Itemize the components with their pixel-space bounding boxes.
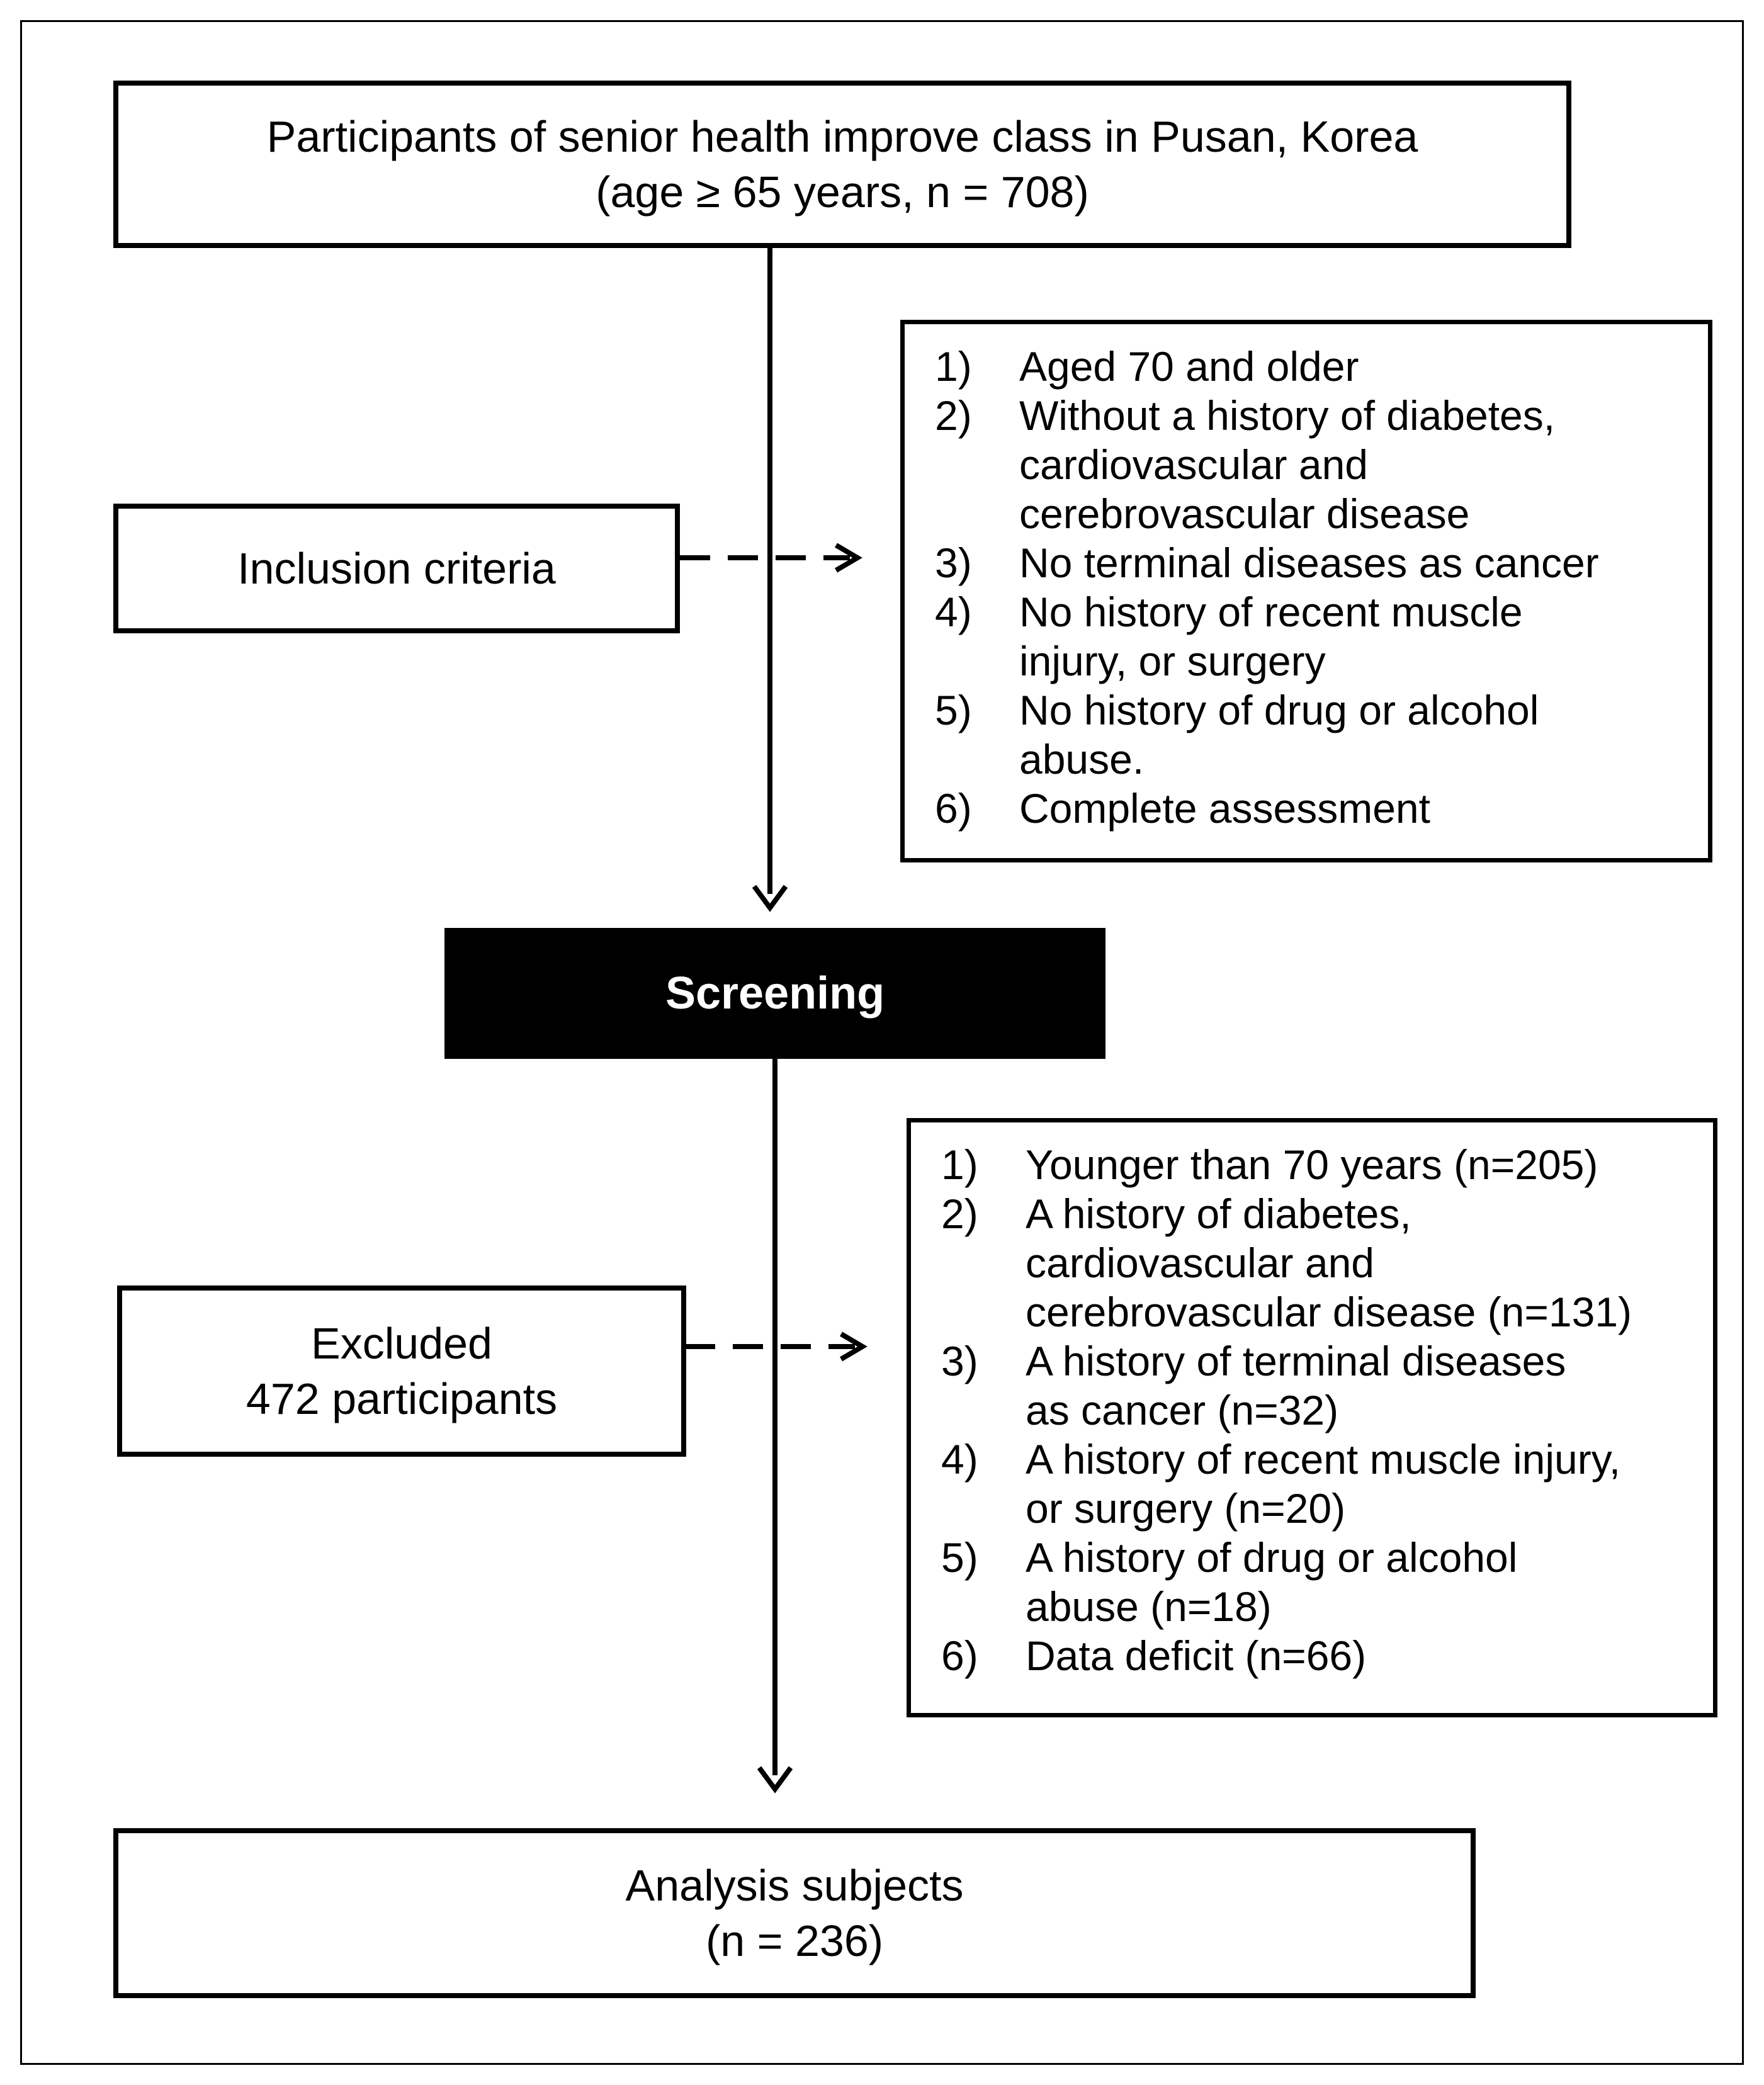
inclusion-criterion: 3) No terminal diseases as cancer — [905, 538, 1708, 587]
inclusion-criterion-number: 4) — [935, 589, 972, 635]
analysis-subjects-box: Analysis subjects (n = 236) — [113, 1828, 1476, 1998]
inclusion-criterion: 5) No history of drug or alcohol abuse. — [905, 686, 1708, 784]
participants-line-1: Participants of senior health improve cl… — [266, 112, 1418, 161]
exclusion-reason-number: 5) — [941, 1534, 978, 1581]
inclusion-criterion-number: 3) — [935, 540, 972, 586]
exclusion-reasons-list: 1) Younger than 70 years (n=205) 2) A histo… — [911, 1140, 1713, 1680]
inclusion-criterion: 6) Complete assessment — [905, 784, 1708, 833]
inclusion-criterion-number: 2) — [935, 392, 972, 439]
analysis-line-1: Analysis subjects — [625, 1861, 964, 1910]
exclusion-reason-text: A history of diabetes, cardiovascular an… — [1026, 1190, 1632, 1335]
exclusion-reason-text: Younger than 70 years (n=205) — [1026, 1141, 1598, 1188]
exclusion-reason: 1) Younger than 70 years (n=205) — [911, 1140, 1713, 1189]
arrowhead-to-analysis — [757, 1766, 793, 1794]
arrowhead-to-screening — [752, 884, 788, 912]
inclusion-criterion-text: No history of recent muscle injury, or s… — [1019, 589, 1523, 684]
analysis-line-2: (n = 236) — [705, 1916, 884, 1965]
exclusion-reason-number: 3) — [941, 1338, 978, 1384]
exclusion-reason: 3) A history of terminal diseases as canc… — [911, 1336, 1713, 1435]
exclusion-reason-text: Data deficit (n=66) — [1026, 1632, 1367, 1679]
exclusion-reason-number: 2) — [941, 1190, 978, 1237]
inclusion-criterion-text: Aged 70 and older — [1019, 343, 1359, 390]
exclusion-reason-number: 1) — [941, 1141, 978, 1188]
arrowhead-inclusion — [834, 543, 862, 573]
screening-label: Screening — [665, 968, 885, 1019]
inclusion-criterion-text: No history of drug or alcohol abuse. — [1019, 687, 1539, 783]
inclusion-criteria-list: 1) Aged 70 and older 2) Without a history o… — [905, 342, 1708, 833]
exclusion-reasons-box: 1) Younger than 70 years (n=205) 2) A histo… — [907, 1118, 1717, 1717]
inclusion-criterion: 4) No history of recent muscle injury, or… — [905, 587, 1708, 686]
inclusion-criteria-label: Inclusion criteria — [237, 544, 556, 593]
inclusion-criterion-number: 1) — [935, 343, 972, 390]
inclusion-criteria-list-box: 1) Aged 70 and older 2) Without a history o… — [900, 320, 1712, 862]
exclusion-reason: 2) A history of diabetes, cardiovascular … — [911, 1189, 1713, 1336]
participants-box: Participants of senior health improve cl… — [113, 81, 1571, 248]
inclusion-criterion-text: Without a history of diabetes, cardiovas… — [1019, 392, 1556, 537]
exclusion-reason: 4) A history of recent muscle injury, or … — [911, 1435, 1713, 1533]
inclusion-criterion-text: No terminal diseases as cancer — [1019, 540, 1599, 586]
excluded-box: Excluded 472 participants — [117, 1285, 686, 1457]
arrowhead-excluded — [839, 1331, 868, 1362]
exclusion-reason: 5) A history of drug or alcohol abuse (n=… — [911, 1533, 1713, 1631]
inclusion-criterion-text: Complete assessment — [1019, 785, 1430, 832]
screening-box: Screening — [444, 928, 1105, 1059]
inclusion-criterion: 2) Without a history of diabetes, cardiov… — [905, 391, 1708, 538]
exclusion-reason: 6) Data deficit (n=66) — [911, 1631, 1713, 1680]
excluded-line-1: Excluded — [311, 1319, 492, 1368]
exclusion-reason-text: A history of recent muscle injury, or su… — [1026, 1436, 1621, 1532]
inclusion-criterion: 1) Aged 70 and older — [905, 342, 1708, 391]
exclusion-reason-number: 4) — [941, 1436, 978, 1483]
figure-frame — [20, 20, 1744, 2065]
exclusion-reason-number: 6) — [941, 1632, 978, 1679]
inclusion-criterion-number: 5) — [935, 687, 972, 733]
inclusion-criterion-number: 6) — [935, 785, 972, 832]
excluded-line-2: 472 participants — [246, 1374, 558, 1423]
exclusion-reason-text: A history of drug or alcohol abuse (n=18… — [1026, 1534, 1518, 1630]
participants-line-2: (age ≥ 65 years, n = 708) — [596, 167, 1089, 217]
exclusion-reason-text: A history of terminal diseases as cancer… — [1026, 1338, 1566, 1433]
inclusion-criteria-box: Inclusion criteria — [113, 504, 680, 633]
